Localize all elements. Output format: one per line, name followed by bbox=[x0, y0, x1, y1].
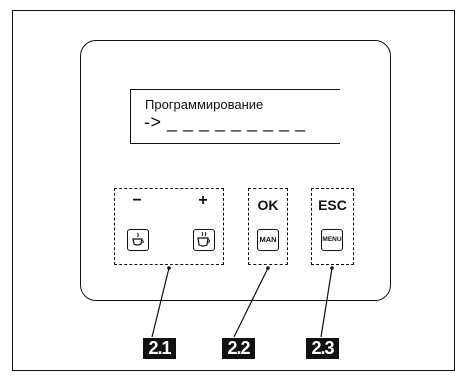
menu-key-label: MENU bbox=[322, 236, 342, 243]
leader-dot-2-3 bbox=[330, 266, 334, 270]
coffee-cup-large-icon bbox=[197, 231, 211, 247]
display-input-prompt: -> _ _ _ _ _ _ _ _ _ bbox=[144, 112, 306, 132]
callout-2-1: 2.1 bbox=[143, 338, 176, 359]
leader-line-2-2 bbox=[233, 267, 269, 338]
ok-label: OK bbox=[257, 197, 279, 213]
leader-line-2-1 bbox=[151, 267, 170, 338]
keygroup-ok bbox=[248, 188, 288, 265]
leader-line-2-3 bbox=[320, 267, 333, 338]
large-coffee-button[interactable] bbox=[193, 229, 215, 251]
esc-label: ESC bbox=[318, 197, 347, 213]
small-coffee-button[interactable] bbox=[127, 229, 149, 251]
figure-frame bbox=[12, 10, 455, 371]
leader-dot-2-1 bbox=[167, 266, 171, 270]
lcd-display bbox=[130, 89, 340, 144]
keygroup-coffee bbox=[114, 188, 224, 265]
callout-2-2: 2.2 bbox=[222, 338, 255, 359]
minus-label: − bbox=[132, 192, 142, 209]
control-panel bbox=[80, 40, 391, 301]
man-key-label: MAN bbox=[259, 235, 277, 244]
man-button[interactable]: MAN bbox=[257, 229, 279, 251]
leader-dot-2-2 bbox=[266, 266, 270, 270]
coffee-cup-small-icon bbox=[132, 232, 144, 246]
keygroup-esc bbox=[311, 188, 354, 265]
callout-2-3: 2.3 bbox=[306, 338, 339, 359]
menu-button[interactable]: MENU bbox=[321, 229, 343, 251]
plus-label: + bbox=[198, 192, 208, 209]
display-title: Программирование bbox=[145, 97, 264, 112]
